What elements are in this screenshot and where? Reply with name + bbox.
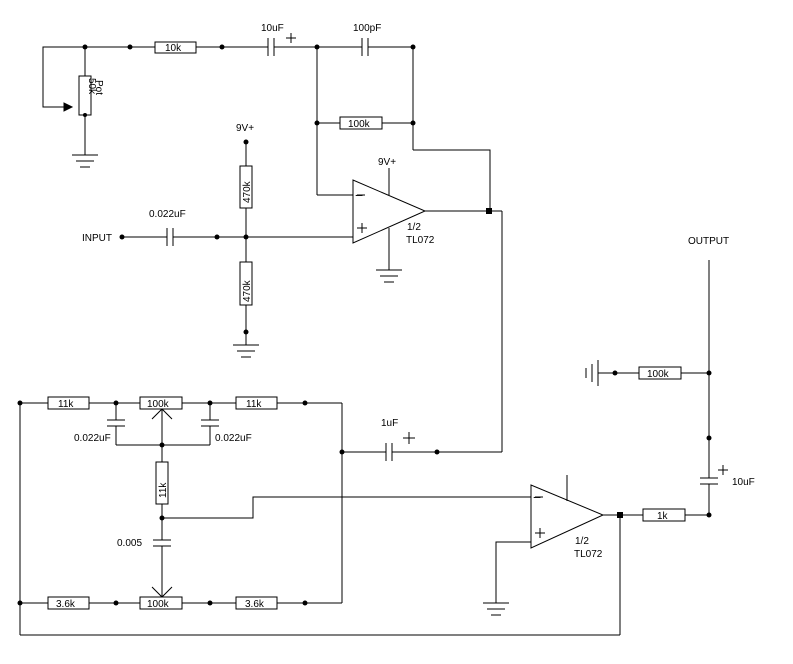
label-470k-bottom: 470k	[242, 279, 253, 302]
label-11k-right: 11k	[246, 399, 262, 410]
label-100pf: 100pF	[353, 23, 381, 34]
label-100k-pot-top: 100k	[147, 399, 170, 410]
label-tl072-1: TL072	[406, 235, 435, 246]
label-half-1: 1/2	[407, 222, 421, 233]
label-pot-value: 50k	[86, 78, 97, 95]
label-470k-top: 470k	[242, 180, 253, 203]
label-3.6k-right: 3.6k	[245, 599, 265, 610]
label-11k-vertical: 11k	[158, 482, 169, 498]
label-half-2: 1/2	[575, 536, 589, 547]
opamp-1	[352, 168, 503, 452]
label-3.6k-left: 3.6k	[56, 599, 76, 610]
label-10uf-output: 10uF	[732, 477, 755, 488]
label-input: INPUT	[82, 233, 112, 244]
opamp-2	[483, 475, 712, 635]
label-100k-pot-bottom: 100k	[147, 599, 170, 610]
opamp1-minus-sign: −	[355, 187, 363, 203]
output-stage	[585, 260, 728, 515]
label-1uf: 1uF	[381, 418, 398, 429]
label-9v-bias: 9V+	[236, 123, 254, 134]
labels: INPUT OUTPUT 9V+ 9V+ 1/2 TL072 1/2 TL072…	[56, 23, 755, 610]
label-0.022uf-input: 0.022uF	[149, 209, 186, 220]
label-pot: Pot	[93, 80, 104, 95]
label-output: OUTPUT	[688, 236, 729, 247]
label-1k: 1k	[657, 511, 669, 522]
label-10k: 10k	[165, 43, 182, 54]
top-feedback-network	[42, 33, 491, 211]
label-9v-opamp: 9V+	[378, 157, 396, 168]
tone-network	[17, 396, 620, 636]
label-100k-feedback: 100k	[348, 119, 371, 130]
label-0.022uf-left: 0.022uF	[74, 433, 111, 444]
label-0.022uf-right: 0.022uF	[215, 433, 252, 444]
label-10uf-top: 10uF	[261, 23, 284, 34]
label-100k-output: 100k	[647, 369, 670, 380]
label-0.005: 0.005	[117, 538, 142, 549]
label-11k-left: 11k	[58, 399, 74, 410]
input-bias-network	[119, 139, 354, 358]
resistor-10k	[154, 41, 197, 54]
opamp2-minus-sign: −	[533, 489, 541, 505]
label-tl072-2: TL072	[574, 549, 603, 560]
